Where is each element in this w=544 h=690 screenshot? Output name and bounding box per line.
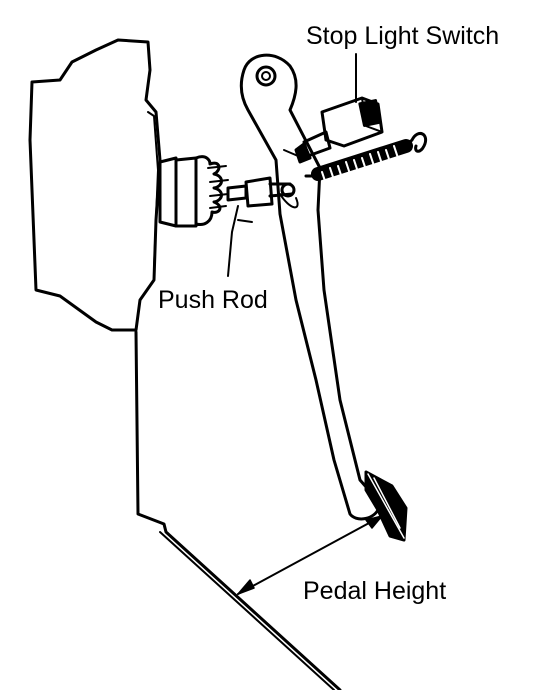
push-rod-boot (158, 155, 229, 228)
pedal-height-dimension (237, 515, 383, 595)
brake-booster (28, 38, 162, 332)
booster-rim (147, 111, 159, 269)
pedal-pad (364, 470, 408, 542)
firewall-edge (159, 531, 335, 690)
firewall-bracket (134, 330, 342, 690)
push-rod-leader (227, 205, 239, 277)
bracket-top-line (237, 219, 253, 223)
push-rod (226, 176, 299, 209)
push-rod-label: Push Rod (158, 286, 268, 314)
pedal-height-label: Pedal Height (303, 577, 447, 605)
return-spring (304, 131, 427, 185)
stop-light-switch-label: Stop Light Switch (306, 22, 500, 50)
stop-light-switch (283, 96, 384, 164)
